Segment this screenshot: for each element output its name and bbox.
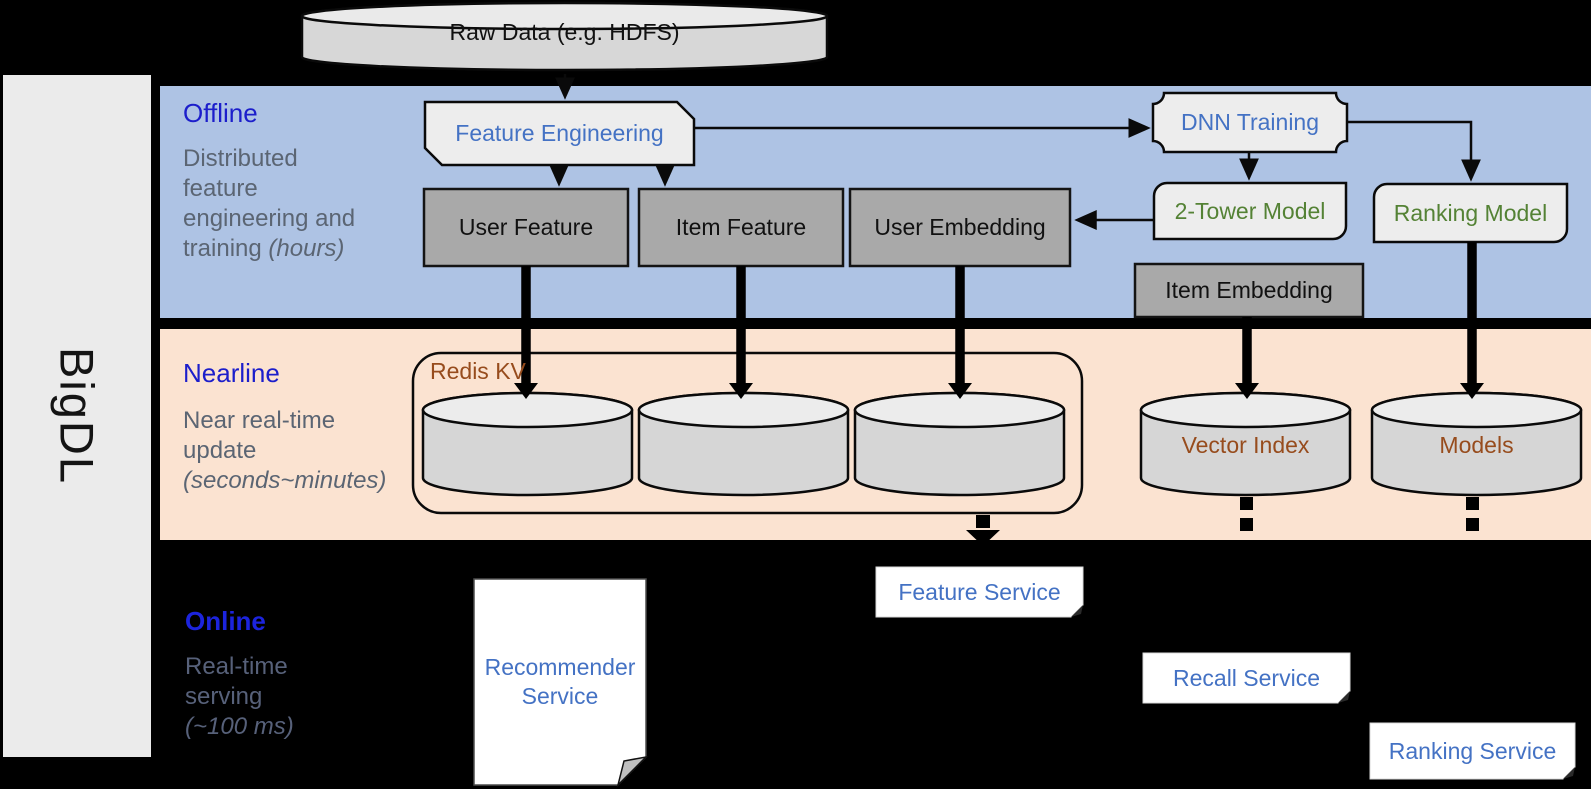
feature-service-label: Feature Service xyxy=(898,578,1061,605)
redis-kv-label: Redis KV xyxy=(430,357,526,384)
arrowhead-redis-to-feature-service xyxy=(966,530,1000,546)
flow-arrows xyxy=(549,74,1481,230)
online-subtitle-line: Real-time xyxy=(185,653,288,680)
arrow-dnn-to-ranking-model xyxy=(1347,120,1481,182)
item-feature-label: Item Feature xyxy=(675,214,807,241)
item-feature-shape xyxy=(637,187,845,268)
dash-vector-index-1 xyxy=(1240,497,1253,510)
redis-kv-container xyxy=(411,351,1084,515)
recall-service-label: Recall Service xyxy=(1173,664,1320,691)
offline-subtitle-line: feature xyxy=(183,175,258,202)
user-embedding-shape xyxy=(848,187,1072,268)
recall-service-card xyxy=(1142,652,1351,704)
ranking-service-label: Ranking Service xyxy=(1388,737,1557,764)
feature-service-card xyxy=(875,566,1084,618)
user-feature-shape xyxy=(422,187,630,268)
online-title: Online xyxy=(185,606,266,636)
nearline-subtitle-line: Near real-time xyxy=(183,407,336,434)
offline-subtitle-line: training (hours) xyxy=(183,235,345,262)
dash-models-2 xyxy=(1466,518,1479,531)
conduit-arrowheads xyxy=(514,383,1484,399)
dashed-connectors xyxy=(966,497,1479,546)
user-feature-label: User Feature xyxy=(458,214,594,241)
vector-index-label: Vector Index xyxy=(1181,431,1310,458)
nearline-subtitle-line: (seconds~minutes) xyxy=(183,467,387,494)
nearline-title: Nearline xyxy=(183,358,280,388)
dash-models-1 xyxy=(1466,497,1479,510)
brand-bar: BigDL xyxy=(3,75,151,757)
feature-engineering-label: Feature Engineering xyxy=(455,120,664,147)
models-label: Models xyxy=(1439,431,1514,458)
item-embedding-shape xyxy=(1133,262,1365,319)
redis-cylinder-3 xyxy=(853,391,1066,497)
user-embedding-label: User Embedding xyxy=(874,214,1046,241)
online-subtitle-line: serving xyxy=(185,683,263,710)
raw-data-cylinder xyxy=(300,1,829,72)
brand-label: BigDL xyxy=(50,346,104,485)
ranking-model-shape xyxy=(1372,182,1569,244)
raw-data-label: Raw Data (e.g. HDFS) xyxy=(449,18,680,45)
nearline-subtitle: Near real-time update (seconds~minutes) xyxy=(183,406,423,496)
feature-engineering-shape xyxy=(423,100,696,167)
two-tower-model-label: 2-Tower Model xyxy=(1174,197,1326,224)
dash-redis-to-feature-service xyxy=(976,515,990,528)
offline-title: Offline xyxy=(183,98,258,128)
offline-subtitle-line: engineering and xyxy=(183,205,356,232)
recommender-service-document xyxy=(473,578,649,788)
two-tower-model-shape xyxy=(1152,181,1348,241)
models-cylinder xyxy=(1370,391,1583,497)
dnn-training-shape xyxy=(1151,91,1349,154)
vector-index-cylinder xyxy=(1139,391,1352,497)
recommender-service-label: Recommender Service xyxy=(484,654,636,709)
offline-subtitle-line: Distributed xyxy=(183,145,298,172)
online-subtitle: Real-time serving (~100 ms) xyxy=(185,652,425,742)
dnn-training-label: DNN Training xyxy=(1180,109,1320,136)
online-subtitle-line: (~100 ms) xyxy=(185,713,294,740)
ranking-service-card xyxy=(1369,722,1576,780)
redis-cylinder-1 xyxy=(421,391,634,497)
nearline-subtitle-line: update xyxy=(183,437,257,464)
ranking-model-label: Ranking Model xyxy=(1393,199,1548,226)
item-embedding-label: Item Embedding xyxy=(1165,277,1333,304)
store-conduits xyxy=(521,242,1477,384)
redis-cylinder-2 xyxy=(637,391,850,497)
offline-subtitle: Distributed feature engineering and trai… xyxy=(183,144,418,264)
dash-vector-index-2 xyxy=(1240,518,1253,531)
